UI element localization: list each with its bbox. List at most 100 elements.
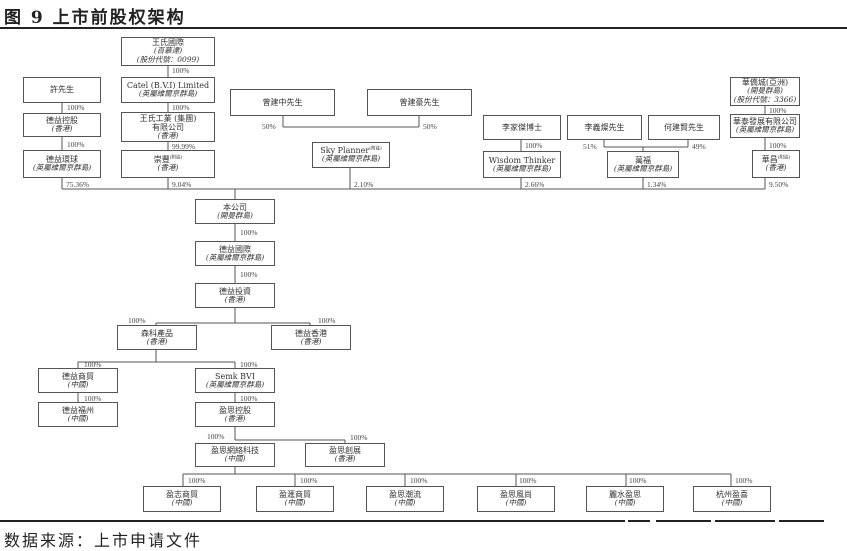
node-deyi-holding: 德益控股 (香港): [23, 113, 101, 137]
node-name: 德益投資: [219, 286, 251, 296]
bottom-rule-dash: [656, 520, 711, 522]
node-name: 盈志商貿: [166, 490, 198, 500]
node-mr-xu: 許先生: [23, 77, 101, 103]
node-deyi-global: 德益環球 (英屬維爾京群島): [23, 150, 101, 178]
node-name: 王氏國際: [152, 38, 184, 48]
node-name: Sky Planner: [320, 146, 370, 156]
bottom-rule-dash: [628, 520, 650, 522]
pct-label: 100%: [188, 476, 206, 485]
node-yingzhi-trading: 盈志商貿 (中國): [143, 486, 221, 512]
node-wanfu: 萬福 (英屬維爾京群島): [607, 151, 679, 178]
node-name-line2: 有限公司: [152, 122, 184, 132]
stake-label: 75.36%: [66, 180, 90, 189]
pct-label: 100%: [67, 140, 85, 149]
node-jurisdiction: (香港): [51, 124, 73, 134]
node-name: 德益環球: [46, 155, 78, 165]
bottom-rule: [0, 520, 625, 522]
node-catel: Catel (B.V.I) Limited (英屬維爾京群島): [121, 77, 215, 103]
node-name: 盈思風尚: [500, 490, 532, 500]
pct-label: 100%: [318, 316, 336, 325]
node-jurisdiction: (香港): [146, 336, 168, 346]
pct-label: 100%: [240, 360, 258, 369]
node-deyi-hongkong: 德益香港 (香港): [271, 325, 351, 350]
node-name: 華昌: [761, 155, 778, 165]
node-name: 盈滙商貿: [279, 490, 311, 500]
pct-label: 51%: [583, 142, 597, 151]
pct-label: 100%: [519, 476, 537, 485]
node-name: 王氏工業 (集團): [139, 113, 197, 123]
node-wangshi-industrial: 王氏工業 (集團) 有限公司 (香港): [121, 112, 215, 142]
pct-label: 99.99%: [172, 142, 196, 151]
pct-label: 100%: [525, 141, 543, 150]
node-jurisdiction: (中國): [505, 498, 527, 508]
pct-label: 100%: [629, 476, 647, 485]
pct-label: 100%: [735, 476, 753, 485]
node-deyi-investment: 德益投資 (香港): [195, 283, 275, 308]
node-name: 本公司: [223, 202, 247, 212]
pct-label: 100%: [350, 433, 368, 442]
node-deyi-international: 德益國際 (英屬維爾京群島): [195, 241, 275, 266]
node-zeng-jianhao: 曾建豪先生: [367, 89, 472, 116]
figure-title: 图 9 上市前股权架构: [4, 8, 186, 28]
node-jurisdiction: (香港): [157, 130, 179, 140]
node-name: 杭州盈喜: [716, 490, 748, 500]
node-name: 德益香港: [295, 328, 327, 338]
node-jurisdiction: (英屬維爾京群島): [138, 89, 198, 99]
pct-label: 100%: [128, 316, 146, 325]
node-deyi-trading: 德益商貿 (中國): [38, 368, 118, 393]
bottom-rule-dash: [715, 520, 775, 522]
node-name: Catel (B.V.I) Limited: [126, 81, 210, 91]
node-name: 盈思控股: [219, 405, 251, 415]
node-he-jianxian: 何建賢先生: [648, 115, 720, 140]
pct-label: 100%: [207, 432, 225, 441]
node-name: 盈思潮流: [389, 490, 421, 500]
stake-label: 9.04%: [172, 180, 192, 189]
node-name: 許先生: [50, 85, 74, 95]
pct-label: 49%: [692, 142, 706, 151]
node-name: 德益國際: [219, 244, 251, 254]
source-note: 数据来源：上市申请文件: [4, 531, 203, 550]
pct-label: 100%: [172, 103, 190, 112]
node-li-jiajie: 李家傑博士: [483, 115, 561, 140]
node-huaqiaocheng-asia: 華僑城(亞洲) (開曼群島) (股份代號：3366): [730, 77, 800, 106]
node-jurisdiction: (中國): [67, 413, 89, 423]
node-name: 德益控股: [46, 116, 78, 126]
node-jurisdiction: (中國): [224, 454, 246, 464]
node-jurisdiction: (開曼群島): [217, 210, 253, 220]
node-jurisdiction: (中國): [721, 498, 743, 508]
node-lishui-yingsi: 麗水盈思 (中國): [586, 486, 664, 512]
node-semk-bvi: Semk BVI (英屬維爾京群島): [195, 368, 275, 393]
stake-label: 1.34%: [647, 180, 667, 189]
node-jurisdiction: (中國): [614, 498, 636, 508]
node-huatai-development: 華泰發展有限公司 (英屬維爾京群島): [730, 114, 800, 138]
node-company: 本公司 (開曼群島): [195, 199, 275, 224]
node-jurisdiction: (英屬維爾京群島): [492, 163, 552, 173]
node-jurisdiction: (香港): [157, 163, 179, 173]
node-hangzhou-yingxi: 杭州盈喜 (中國): [693, 486, 771, 512]
pct-label: 100%: [240, 394, 258, 403]
node-name: 李義燦先生: [584, 122, 625, 132]
node-jurisdiction: (中國): [284, 498, 306, 508]
node-name: Semk BVI: [214, 371, 255, 381]
node-jurisdiction: (香港): [334, 454, 356, 464]
node-name: 盈思創展: [329, 446, 361, 456]
node-jurisdiction: (中國): [67, 379, 89, 389]
node-jurisdiction: (開曼群島): [747, 86, 783, 96]
node-jurisdiction: (百慕達): [153, 46, 183, 56]
node-chongfeng: 崇豐(附註) (香港): [121, 150, 215, 178]
node-senke-products: 森科產品 (香港): [117, 325, 197, 350]
node-yingsi-fengshang: 盈思風尚 (中國): [477, 486, 555, 512]
pct-label: 100%: [240, 228, 258, 237]
node-wangshi-intl: 王氏國際 (百慕達) (股份代號：0099): [121, 37, 215, 66]
node-jurisdiction: (香港): [224, 294, 246, 304]
pct-label: 100%: [84, 394, 102, 403]
node-yingsi-holding: 盈思控股 (香港): [195, 402, 275, 427]
node-deyi-fuzhou: 德益福州 (中國): [38, 402, 118, 427]
node-name: 何建賢先生: [664, 122, 704, 132]
node-name: 萬福: [635, 155, 651, 165]
note-marker: (附註): [369, 146, 382, 152]
node-sky-planner: Sky Planner(附註) (英屬維爾京群島): [312, 142, 390, 168]
stake-label: 2.10%: [354, 180, 374, 189]
node-name: 德益商貿: [62, 371, 94, 381]
